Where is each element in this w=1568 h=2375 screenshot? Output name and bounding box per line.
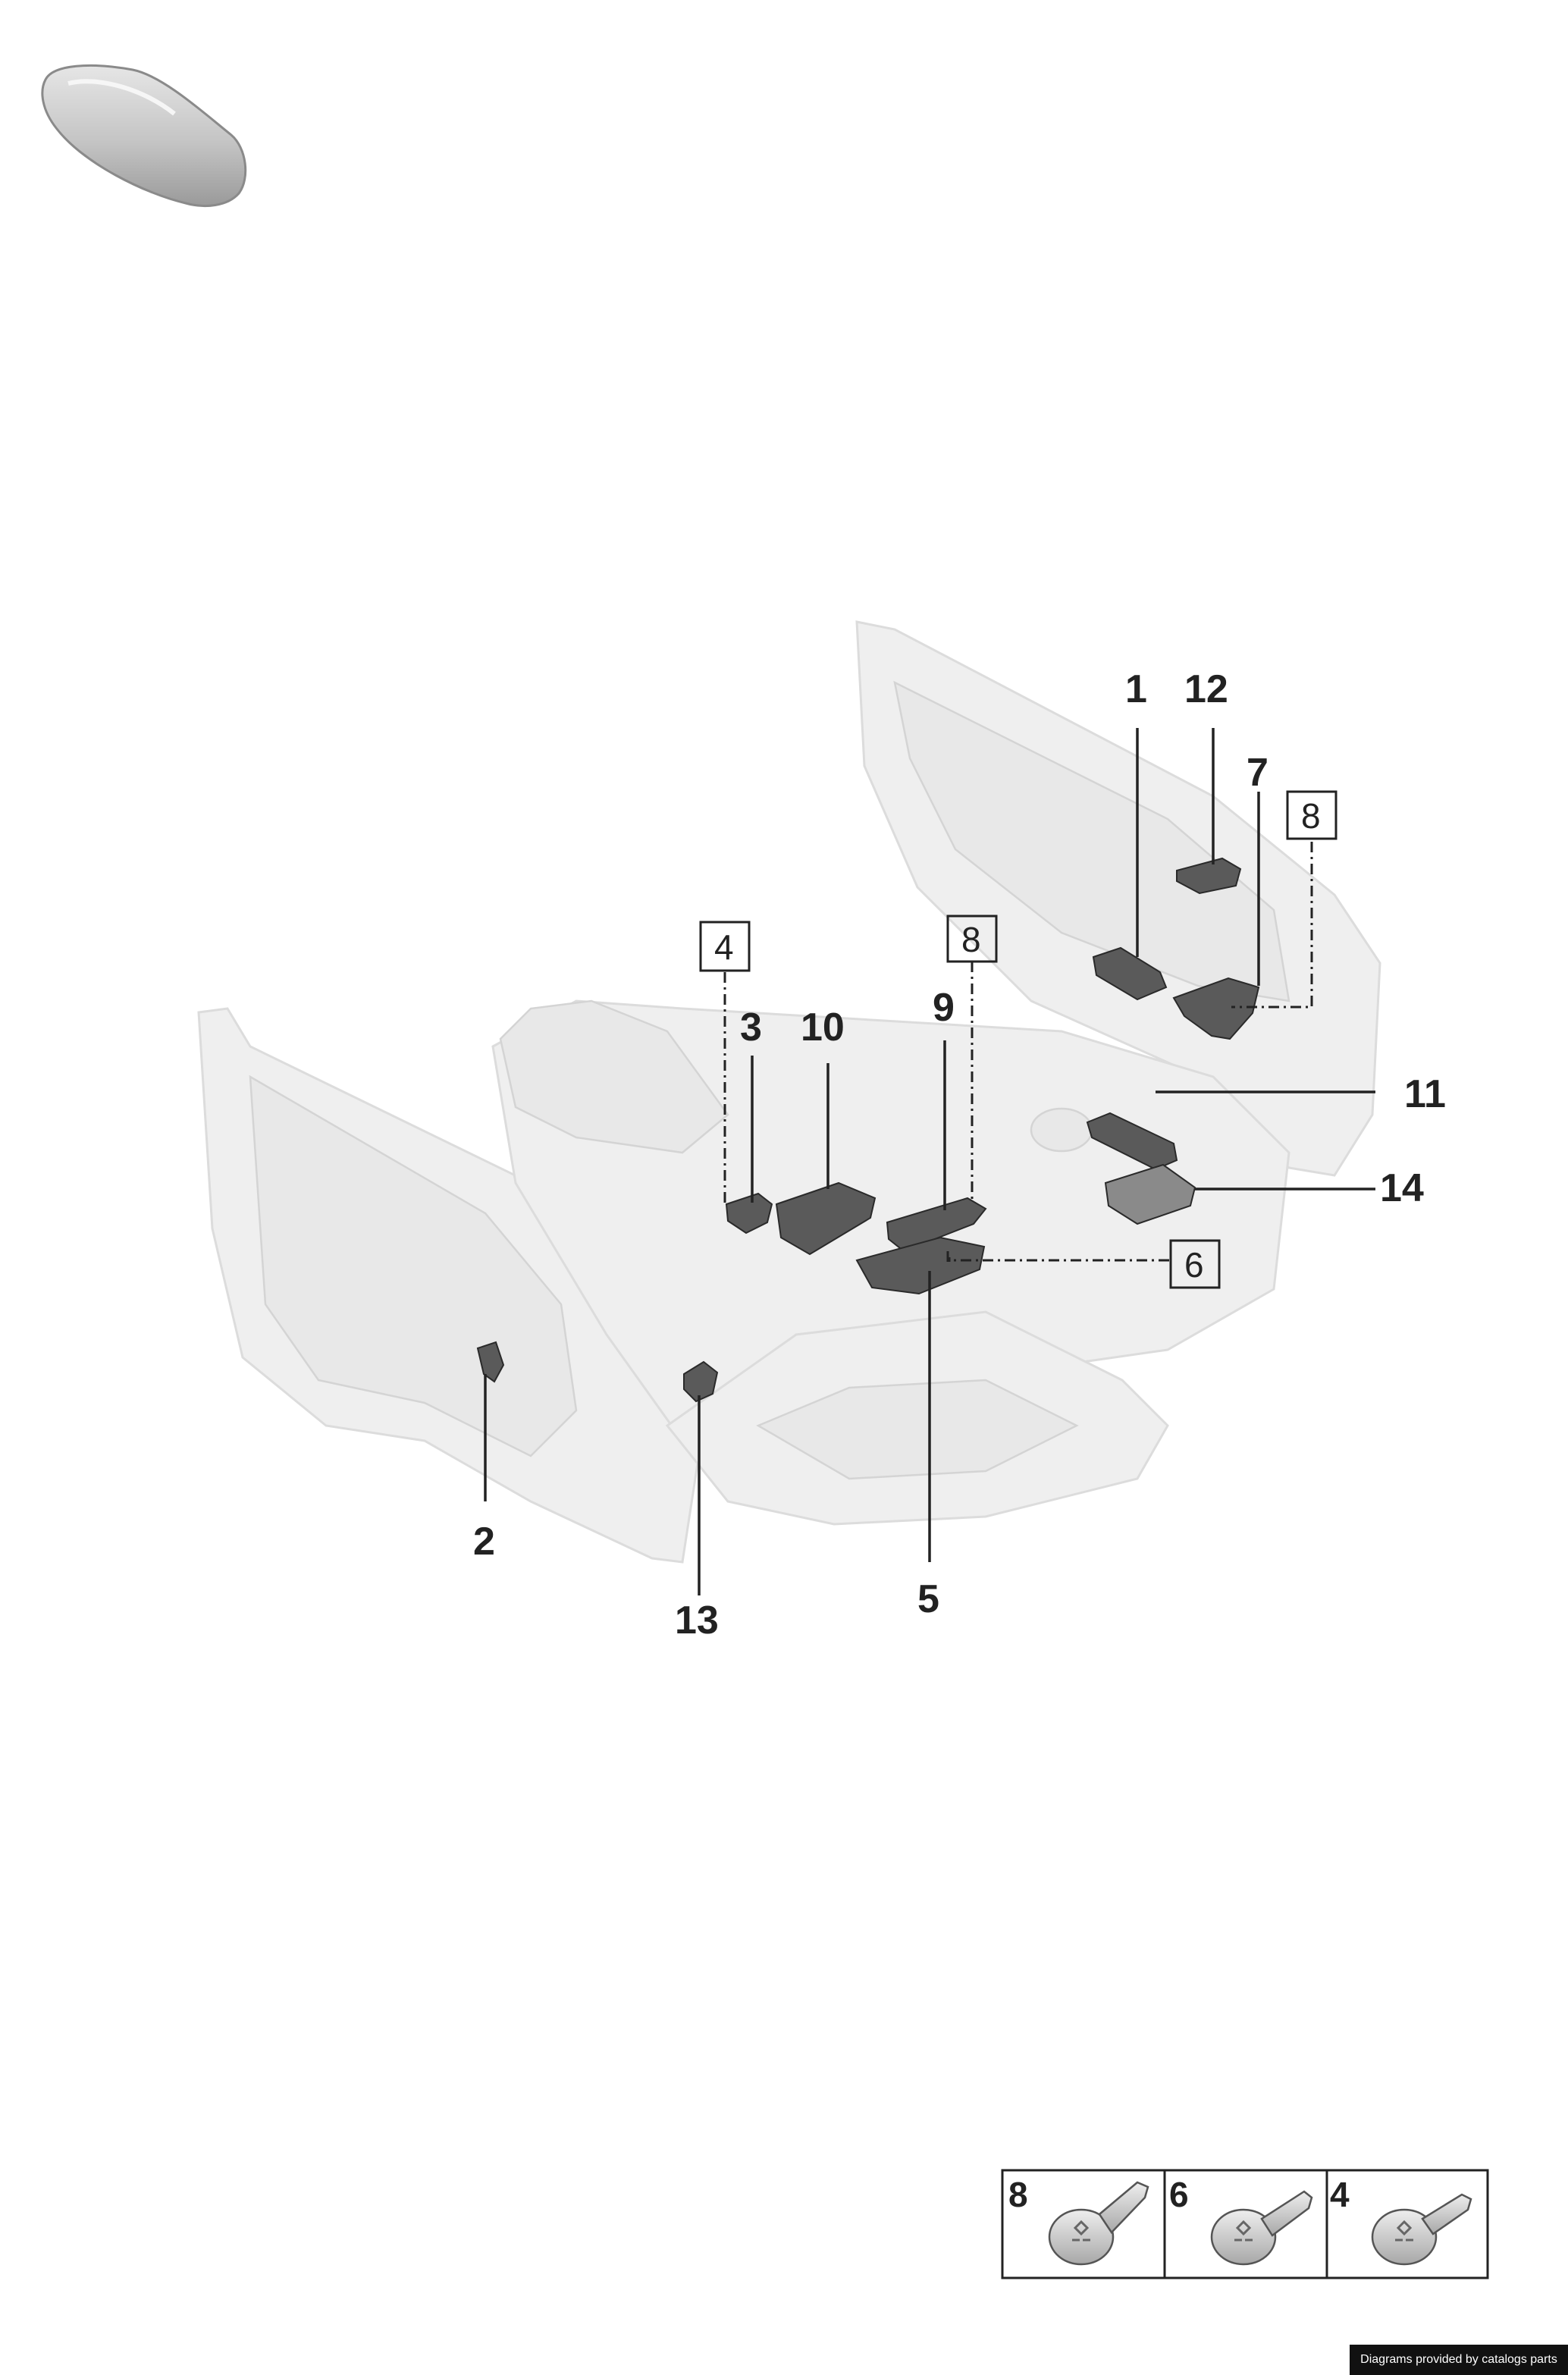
screw-4-cell: 4: [1330, 2175, 1472, 2266]
screw-number: 8: [1008, 2175, 1028, 2214]
part-14-cover: [1104, 1163, 1196, 1225]
boxed-ref-8-center: 8: [961, 920, 981, 959]
callout-7: 7: [1247, 751, 1269, 795]
part-1-window-switch: [1092, 946, 1168, 1001]
part-10-switch: [775, 1181, 877, 1256]
screw-8-cell: 8: [1008, 2175, 1149, 2266]
part-5-switch-panel: [855, 1236, 986, 1295]
leader-lines: [484, 728, 1375, 1595]
part-2-switch: [476, 1341, 505, 1383]
boxed-references: 4 8 8 6: [699, 790, 1338, 1289]
callout-3: 3: [740, 1006, 762, 1049]
callout-1: 1: [1125, 667, 1147, 711]
callout-11: 11: [1404, 1072, 1446, 1116]
callout-2: 2: [473, 1520, 495, 1564]
callout-13: 13: [675, 1598, 719, 1642]
torx-bolt-icon: [1210, 2190, 1313, 2266]
callout-5: 5: [917, 1577, 939, 1621]
boxed-ref-4: 4: [714, 927, 734, 967]
credit-footer: Diagrams provided by catalogs parts: [1350, 2345, 1568, 2375]
part-3-switch: [725, 1192, 773, 1235]
screw-number: 4: [1330, 2175, 1350, 2214]
part-7-switch-unit: [1172, 977, 1260, 1040]
callout-labels: 1 12 7 11 14 3 10 9 5 2 13: [473, 667, 1446, 1642]
callout-10: 10: [801, 1006, 845, 1049]
part-9-switch: [886, 1197, 987, 1253]
screw-number: 6: [1169, 2175, 1189, 2214]
screw-legend-panel: 8 6 4: [1001, 2169, 1489, 2279]
boxed-ref-8-right: 8: [1301, 796, 1321, 836]
vehicle-thumbnail-icon: [41, 64, 247, 208]
callout-9: 9: [933, 986, 955, 1030]
screw-6-cell: 6: [1169, 2175, 1313, 2266]
callout-12: 12: [1184, 667, 1228, 711]
torx-bolt-icon: [1371, 2193, 1472, 2266]
part-13-switch: [683, 1360, 719, 1403]
part-12-switch: [1176, 857, 1242, 895]
parts: [476, 857, 1260, 1403]
part-11-switch: [1086, 1112, 1178, 1171]
callout-14: 14: [1380, 1166, 1424, 1210]
torx-bolt-icon: [1048, 2181, 1149, 2266]
boxed-ref-6: 6: [1184, 1245, 1204, 1285]
